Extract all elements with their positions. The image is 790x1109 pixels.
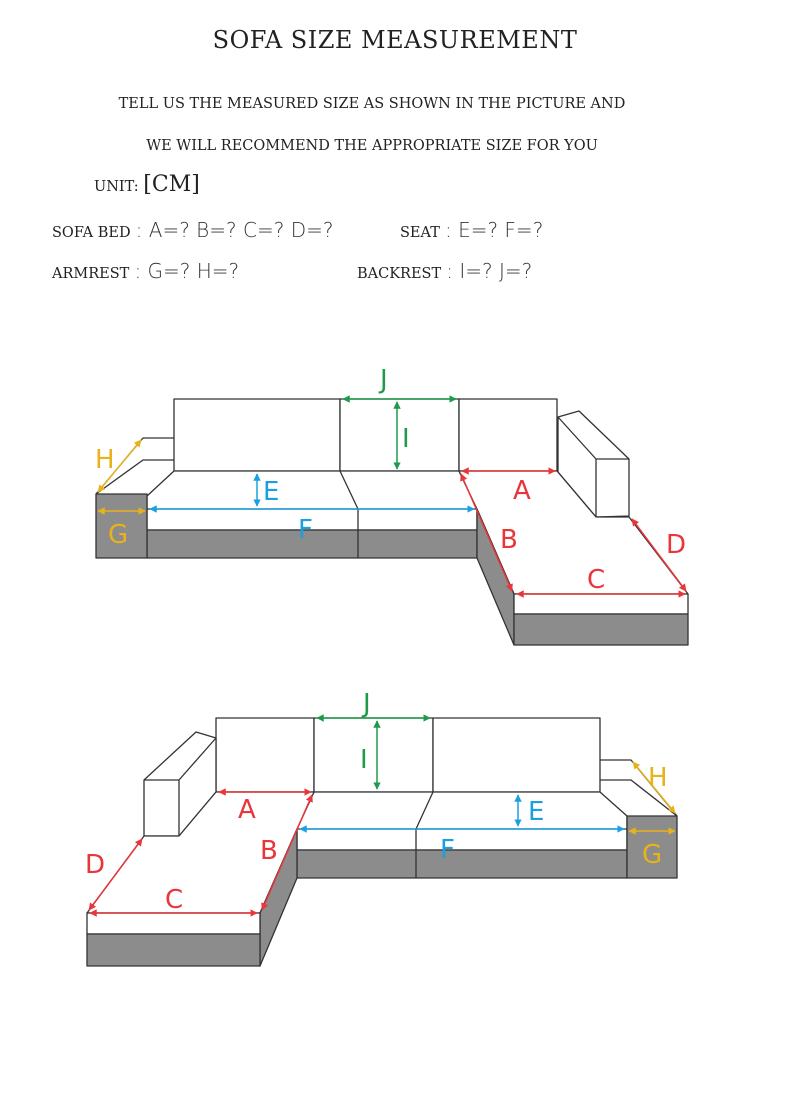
label-F-1: F xyxy=(298,515,313,545)
label-F-2: F xyxy=(440,835,455,865)
label-J-1: J xyxy=(378,365,388,395)
label-H-1: H xyxy=(95,445,115,475)
instruction-line-1: TELL US THE MEASURED SIZE AS SHOWN IN TH… xyxy=(118,96,626,112)
sofa-1 xyxy=(95,398,689,646)
label-G-2: G xyxy=(642,840,662,870)
label-C-2: C xyxy=(165,885,183,915)
sofa-bed-row: SOFA BED : A=? B=? C=? D=? xyxy=(52,218,333,242)
label-B-1: B xyxy=(500,525,518,555)
instruction-line-2: WE WILL RECOMMEND THE APPROPRIATE SIZE F… xyxy=(146,138,598,154)
label-E-1: E xyxy=(263,477,279,507)
armrest-label: ARMREST xyxy=(52,266,130,282)
label-C-1: C xyxy=(587,565,605,595)
label-D-1: D xyxy=(666,530,686,560)
label-E-2: E xyxy=(528,797,544,827)
backrest-label: BACKREST xyxy=(357,266,442,282)
sofa-bed-values: : A=? B=? C=? D=? xyxy=(135,218,334,242)
backrest-values: : I=? J=? xyxy=(446,259,533,283)
armrest-values: : G=? H=? xyxy=(134,259,240,283)
page-title: SOFA SIZE MEASUREMENT xyxy=(212,26,578,54)
label-H-2: H xyxy=(648,763,668,793)
seat-label: SEAT xyxy=(400,225,440,241)
label-A-1: A xyxy=(513,476,531,506)
label-G-1: G xyxy=(108,520,128,550)
label-I-1: I xyxy=(402,424,410,454)
label-A-2: A xyxy=(238,795,256,825)
unit-row: UNIT: [CM] xyxy=(94,172,200,197)
seat-row: SEAT : E=? F=? xyxy=(400,218,543,242)
label-I-2: I xyxy=(360,745,368,775)
sofa-2 xyxy=(86,717,678,967)
armrest-row: ARMREST : G=? H=? xyxy=(52,259,239,283)
unit-label: UNIT: xyxy=(94,179,139,195)
label-D-2: D xyxy=(85,850,105,880)
unit-value: [CM] xyxy=(143,172,200,197)
seat-values: : E=? F=? xyxy=(444,218,544,242)
backrest-row: BACKREST : I=? J=? xyxy=(357,259,532,283)
sofa-bed-label: SOFA BED xyxy=(52,225,131,241)
label-J-2: J xyxy=(361,689,371,719)
label-B-2: B xyxy=(260,836,278,866)
